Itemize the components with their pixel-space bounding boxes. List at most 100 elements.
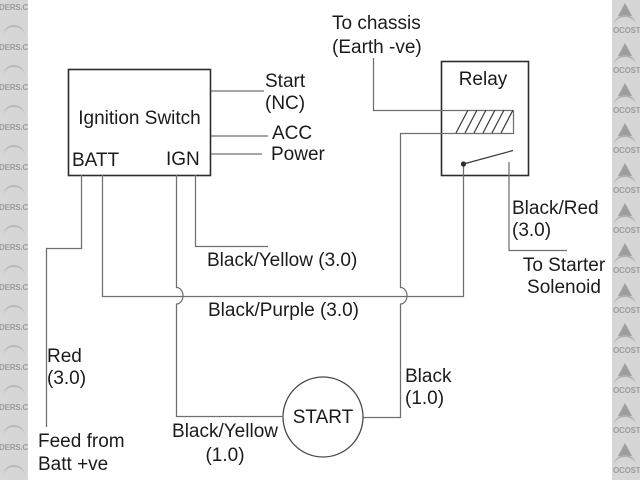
watermark-text-fragment: DERS.C	[0, 123, 28, 132]
wire-chassis-earth	[372, 58, 514, 112]
mountain-car-logo-icon	[614, 241, 638, 265]
watermark-text-fragment: DERS.C	[0, 203, 28, 212]
watermark-text-fragment: OCOST	[613, 346, 640, 355]
watermark-text-fragment: DERS.C	[0, 83, 28, 92]
swoosh-icon	[3, 385, 25, 396]
watermark-left-item: DERS.C	[0, 280, 28, 320]
black-red-line1: Black/Red	[512, 198, 599, 219]
to-chassis-label: To chassis (Earth -ve)	[332, 12, 422, 60]
pin-start-line1: Start	[265, 71, 306, 92]
black-yellow-10-line1: Black/Yellow	[172, 421, 278, 442]
watermark-left-item: DERS.C	[0, 320, 28, 360]
wire-black-purple	[101, 166, 465, 298]
watermark-text-fragment: DERS.C	[0, 163, 28, 172]
relay-coil-hatch	[455, 109, 514, 134]
watermark-text-fragment: OCOST	[613, 426, 640, 435]
watermark-right-item: OCOST	[612, 200, 640, 240]
watermark-text-fragment: OCOST	[613, 226, 640, 235]
feed-line2: Batt +ve	[38, 454, 109, 475]
watermark-right-item: OCOST	[612, 320, 640, 360]
pin-start-line2: (NC)	[265, 93, 306, 114]
watermark-text-fragment: DERS.C	[0, 283, 28, 292]
swoosh-icon	[3, 305, 25, 316]
terminal-batt-label: BATT	[72, 150, 120, 171]
watermark-text-fragment: DERS.C	[0, 243, 28, 252]
watermark-left-item: DERS.C	[0, 40, 28, 80]
red-line1: Red	[47, 346, 82, 367]
terminal-ign-label: IGN	[166, 149, 200, 170]
mountain-car-logo-icon	[614, 441, 638, 465]
swoosh-icon	[3, 265, 25, 276]
swoosh-icon	[3, 65, 25, 76]
to-chassis-line1: To chassis	[332, 13, 421, 34]
watermark-text-fragment: OCOST	[613, 466, 640, 475]
watermark-text-fragment: OCOST	[613, 146, 640, 155]
watermark-left-item: DERS.C	[0, 360, 28, 400]
watermark-text-fragment: OCOST	[613, 306, 640, 315]
watermark-right-item: OCOST	[612, 120, 640, 160]
watermark-text-fragment: OCOST	[613, 266, 640, 275]
watermark-text-fragment: OCOST	[613, 106, 640, 115]
pin-start-label: Start (NC)	[265, 71, 305, 115]
mountain-car-logo-icon	[614, 201, 638, 225]
pin-acc-label: ACC	[272, 123, 313, 144]
watermark-text-fragment: OCOST	[613, 186, 640, 195]
mountain-car-logo-icon	[614, 41, 638, 65]
ignition-switch-box	[67, 68, 212, 177]
black-10-line2: (1.0)	[405, 388, 445, 409]
watermark-strip-right: OCOST OCOST OCOST OCOST OCOST OCOST OCOST OCOST…	[612, 0, 640, 480]
red-line2: (3.0)	[47, 368, 87, 389]
relay-switch-arm	[463, 149, 514, 165]
swoosh-icon	[3, 105, 25, 116]
watermark-right-item: OCOST	[612, 240, 640, 280]
watermark-left-item: DERS.C	[0, 240, 28, 280]
watermark-left-item: DERS.C	[0, 440, 28, 480]
wire-label-black-yellow-30: Black/Yellow (3.0)	[207, 250, 358, 271]
watermark-right-item: OCOST	[612, 80, 640, 120]
mountain-car-logo-icon	[614, 281, 638, 305]
wire-black-yellow-30	[194, 175, 268, 248]
watermark-right-item: OCOST	[612, 160, 640, 200]
swoosh-icon	[3, 465, 25, 476]
mountain-car-logo-icon	[614, 81, 638, 105]
to-starter-line2: Solenoid	[527, 277, 601, 298]
wire-label-black-10: Black (1.0)	[405, 366, 451, 410]
mountain-car-logo-icon	[614, 1, 638, 25]
swoosh-icon	[3, 425, 25, 436]
swoosh-icon	[3, 345, 25, 356]
relay-title: Relay	[458, 69, 508, 90]
watermark-left-item: DERS.C	[0, 200, 28, 240]
wire-black-red	[508, 162, 567, 252]
watermark-left-item: DERS.C	[0, 400, 28, 440]
watermark-left-item: DERS.C	[0, 160, 28, 200]
wire-black-10	[363, 110, 515, 419]
watermark-right-item: OCOST	[612, 360, 640, 400]
watermark-left-item: DERS.C	[0, 120, 28, 160]
watermark-right-item: OCOST	[612, 40, 640, 80]
mountain-car-logo-icon	[614, 121, 638, 145]
watermark-text-fragment: DERS.C	[0, 3, 28, 12]
swoosh-icon	[3, 225, 25, 236]
ignition-switch-title: Ignition Switch	[78, 108, 201, 129]
watermark-left-item: DERS.C	[0, 80, 28, 120]
mountain-car-logo-icon	[614, 161, 638, 185]
mountain-car-logo-icon	[614, 361, 638, 385]
watermark-text-fragment: DERS.C	[0, 443, 28, 452]
watermark-right-item: OCOST	[612, 0, 640, 40]
wire-red-feed	[45, 175, 83, 427]
feed-line1: Feed from	[38, 431, 125, 452]
to-starter-label: To Starter Solenoid	[509, 255, 619, 299]
to-chassis-line2: (Earth -ve)	[332, 37, 422, 58]
black-yellow-10-line2: (1.0)	[205, 445, 245, 466]
swoosh-icon	[3, 145, 25, 156]
watermark-text-fragment: DERS.C	[0, 323, 28, 332]
swoosh-icon	[3, 185, 25, 196]
start-button-label: START	[292, 407, 354, 428]
relay-box	[440, 60, 530, 177]
mountain-car-logo-icon	[614, 321, 638, 345]
watermark-text-fragment: OCOST	[613, 66, 640, 75]
black-10-line1: Black	[405, 366, 452, 387]
